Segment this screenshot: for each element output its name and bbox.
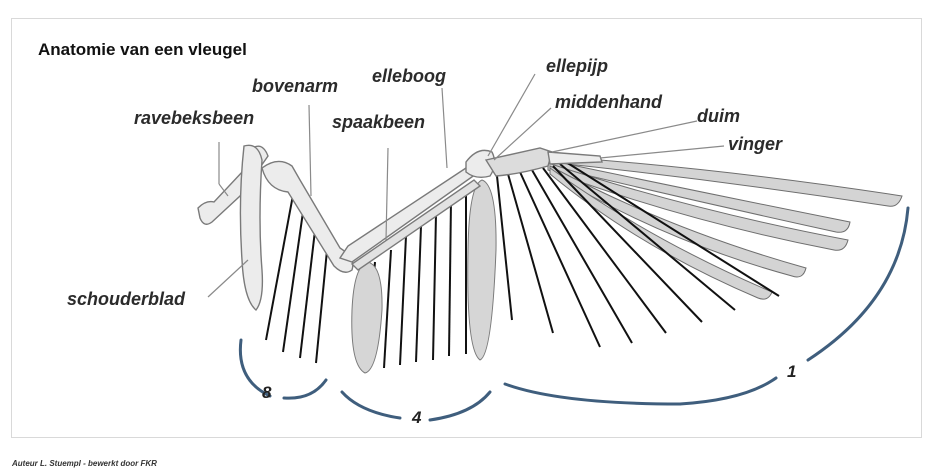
credit-line: Auteur L. Stuempl - bewerkt door FKR [12, 459, 157, 468]
label-vinger: vinger [728, 134, 782, 155]
primary-bracket [680, 378, 776, 404]
humerus-bone [262, 161, 353, 272]
primary-bracket [505, 384, 680, 404]
primary-feathers [548, 156, 902, 299]
wing-bones [198, 145, 602, 310]
scapula-bone [240, 145, 262, 310]
label-spaakbeen: spaakbeen [332, 112, 425, 133]
group-label-tertials: 8 [262, 383, 271, 403]
label-bovenarm: bovenarm [252, 76, 338, 97]
radius-bone [352, 180, 480, 270]
tertial-bracket [284, 380, 326, 398]
label-ellepijp: ellepijp [546, 56, 608, 77]
group-label-secondaries: 4 [412, 408, 421, 428]
label-ravebeksbeen: ravebeksbeen [134, 108, 254, 129]
label-elleboog: elleboog [372, 66, 446, 87]
diagram-title: Anatomie van een vleugel [38, 40, 247, 60]
secondary-feather [352, 262, 382, 373]
metacarpal-bone [486, 148, 552, 176]
label-middenhand: middenhand [555, 92, 662, 113]
secondary-bracket [430, 392, 490, 420]
primary-bracket [808, 208, 908, 360]
finger-bone [548, 152, 602, 164]
secondary-bracket [342, 392, 400, 418]
label-schouderblad: schouderblad [67, 289, 185, 310]
label-duim: duim [697, 106, 740, 127]
secondary-feather [468, 180, 496, 360]
ulna-bone [340, 168, 476, 262]
group-label-primaries: 1 [787, 362, 796, 382]
